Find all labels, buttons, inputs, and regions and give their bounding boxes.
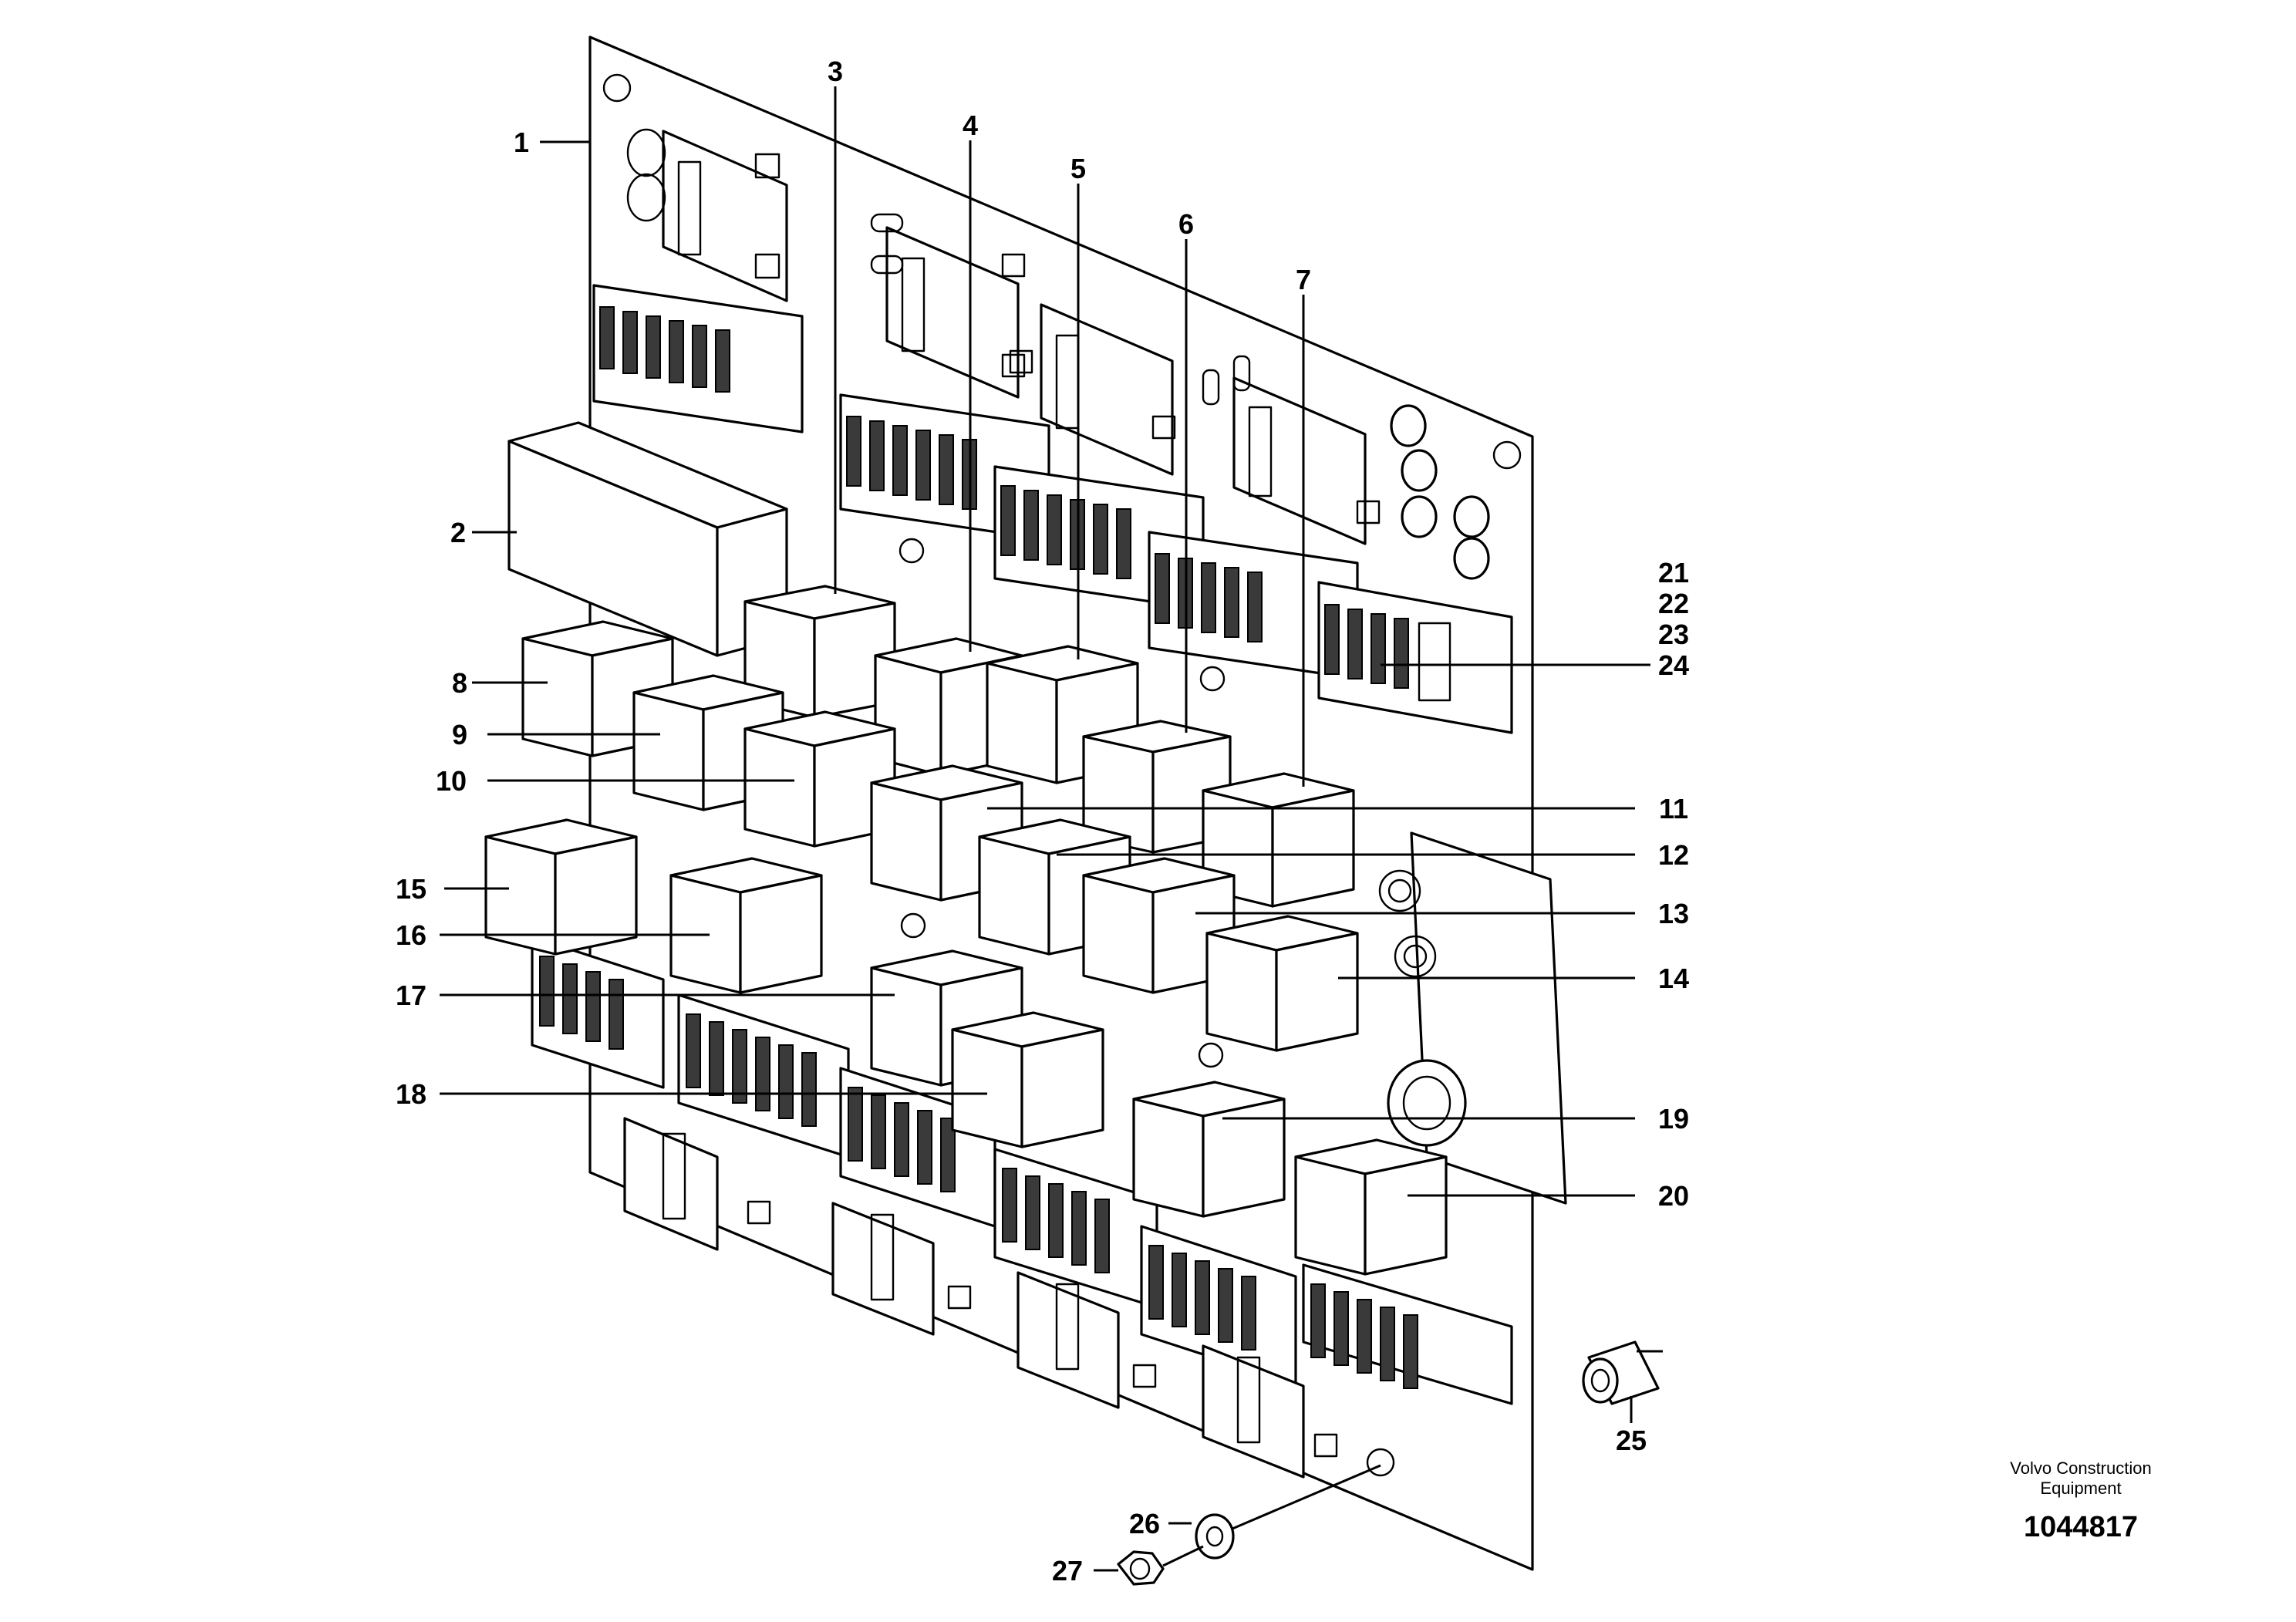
relay-16 [669,857,823,994]
callout-11: 11 [1659,793,1688,824]
callout-8: 8 [452,667,467,699]
fuse-row-bottom-1 [531,936,665,1089]
fuse-row-right [1317,581,1513,734]
callout-7: 7 [1296,264,1311,295]
callout-2: 2 [450,517,466,548]
hex-nut [1117,1550,1165,1586]
leader-lines [440,86,1663,1572]
document-footer: Volvo Construction Equipment 1044817 [2010,1458,2151,1543]
callout-14: 14 [1658,963,1689,994]
connector-header-bottom-4 [1202,1344,1338,1479]
fuse-row-top-4 [1148,531,1359,680]
callout-18: 18 [396,1078,426,1110]
callout-15: 15 [396,873,426,905]
callout-6: 6 [1178,208,1194,240]
callout-5: 5 [1070,153,1086,184]
callout-17: 17 [396,980,426,1011]
callout-23: 23 [1658,619,1689,650]
callout-20: 20 [1658,1180,1689,1212]
connector-header-top-1 [626,128,788,302]
callout-12: 12 [1658,839,1689,871]
connector-header-bottom-1 [623,1117,719,1251]
callout-13: 13 [1658,898,1689,929]
fuse-row-bottom-6 [1302,1263,1513,1405]
connector-plug-right [1378,831,1567,1205]
callout-25: 25 [1616,1425,1647,1456]
document-number: 1044817 [2024,1511,2138,1543]
washer [1195,1513,1235,1560]
callout-22: 22 [1658,588,1689,619]
relay-15 [484,818,638,956]
connector-header-top-4 [1202,355,1381,545]
capacitor-group [1390,404,1490,580]
callout-10: 10 [436,765,467,797]
fuse-row-bottom-5 [1140,1225,1297,1386]
connector-header-bottom-3 [1017,1271,1157,1409]
relay-11 [870,764,1023,902]
callout-4: 4 [963,110,978,141]
callout-24: 24 [1658,649,1689,681]
brand-line-1: Volvo Construction [2010,1458,2151,1478]
fuse-row-top-1 [592,284,804,433]
spacer-sleeve [1582,1340,1660,1405]
callout-26: 26 [1129,1508,1160,1539]
callout-9: 9 [452,719,467,750]
callout-1: 1 [514,126,529,158]
callout-19: 19 [1658,1103,1689,1135]
relay-18 [951,1011,1104,1148]
callout-3: 3 [828,56,843,87]
callout-16: 16 [396,919,426,951]
callout-21: 21 [1658,557,1689,588]
fuse-row-bottom-4 [993,1148,1158,1309]
connector-header-top-3 [1009,303,1176,476]
relay-14 [1205,915,1359,1052]
callout-27: 27 [1052,1555,1083,1587]
connector-header-top-2 [870,213,1026,399]
relay-20 [1294,1138,1448,1276]
relay-19 [1132,1081,1286,1218]
connector-header-bottom-2 [747,1200,972,1336]
callout-labels: 1 2 3 4 5 6 7 8 9 10 11 12 13 14 15 16 1… [396,56,1689,1587]
fuse-row-bottom-2 [677,993,850,1158]
brand-line-2: Equipment [2040,1479,2121,1498]
